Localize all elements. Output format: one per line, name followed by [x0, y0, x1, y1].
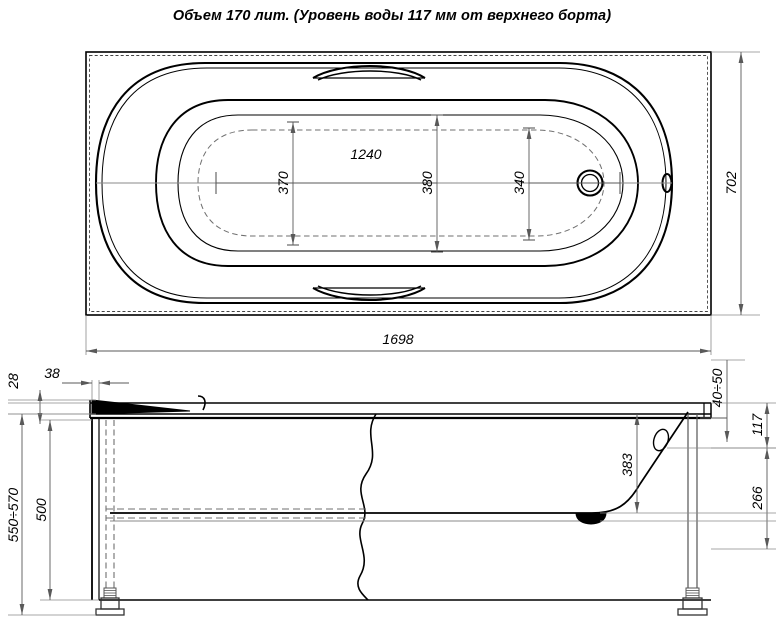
- dim-380-text: 380: [419, 171, 435, 195]
- apron-panel: [91, 418, 711, 601]
- drain-outlet: [575, 512, 607, 525]
- break-line: [357, 413, 377, 601]
- tub-rim-profile: [89, 395, 712, 420]
- dim-1240-text: 1240: [350, 146, 381, 162]
- dim-apron-height: 500: [33, 419, 99, 601]
- tub-bowl-floor-hidden: [197, 129, 605, 237]
- dim-1698-text: 1698: [382, 331, 413, 347]
- leg-left: [95, 420, 125, 616]
- dim-rim-offset-range: 40÷50: [700, 359, 745, 442]
- tub-outer-rim: [94, 61, 674, 305]
- dim-inner-width-head: 370: [215, 121, 299, 246]
- dim-117-text: 117: [749, 413, 765, 437]
- leg-right: [677, 414, 708, 616]
- front-section-view: 28 38 550÷570 500: [5, 359, 776, 616]
- dim-383-text: 383: [619, 453, 635, 477]
- handle-grip-bottom: [312, 285, 426, 301]
- tub-bowl-shelf: [177, 114, 624, 252]
- dim-bowl-depth-foot: 266: [711, 447, 776, 550]
- dim-overall-width: 702: [711, 51, 760, 316]
- dim-702-text: 702: [723, 171, 739, 195]
- dim-overall-length: 1698: [85, 315, 712, 355]
- dim-inner-length: 1240: [293, 146, 437, 184]
- dim-inner-width-mid: 380: [419, 114, 443, 253]
- dim-340-text: 340: [511, 171, 527, 195]
- dim-water-level: 117: [711, 402, 776, 449]
- dim-550-570-text: 550÷570: [5, 488, 21, 543]
- top-view-frame-inner: [89, 55, 708, 312]
- dim-inner-width-foot: 340: [511, 127, 621, 241]
- top-view-frame: [85, 51, 712, 316]
- dim-bowl-depth-mid: 383: [619, 414, 640, 513]
- dim-rim-width: 38: [44, 365, 129, 400]
- dim-28-text: 28: [5, 373, 21, 390]
- drawing-title: Объем 170 лит. (Уровень воды 117 мм от в…: [172, 8, 612, 24]
- dim-38-text: 38: [44, 365, 60, 381]
- dim-370-text: 370: [275, 171, 291, 195]
- handle-grip-top: [312, 65, 426, 81]
- tub-bowl-edge: [155, 99, 639, 267]
- tub-rim-offset: [101, 67, 667, 299]
- dim-266-text: 266: [749, 486, 765, 511]
- bowl-interior-profile: [110, 411, 689, 514]
- dim-500-text: 500: [33, 498, 49, 522]
- top-view: 1240 370 380: [85, 51, 760, 355]
- dim-leg-height-range: 550÷570: [5, 413, 96, 616]
- dim-40-50-text: 40÷50: [709, 368, 725, 407]
- overflow-ellipse-side: [652, 428, 670, 452]
